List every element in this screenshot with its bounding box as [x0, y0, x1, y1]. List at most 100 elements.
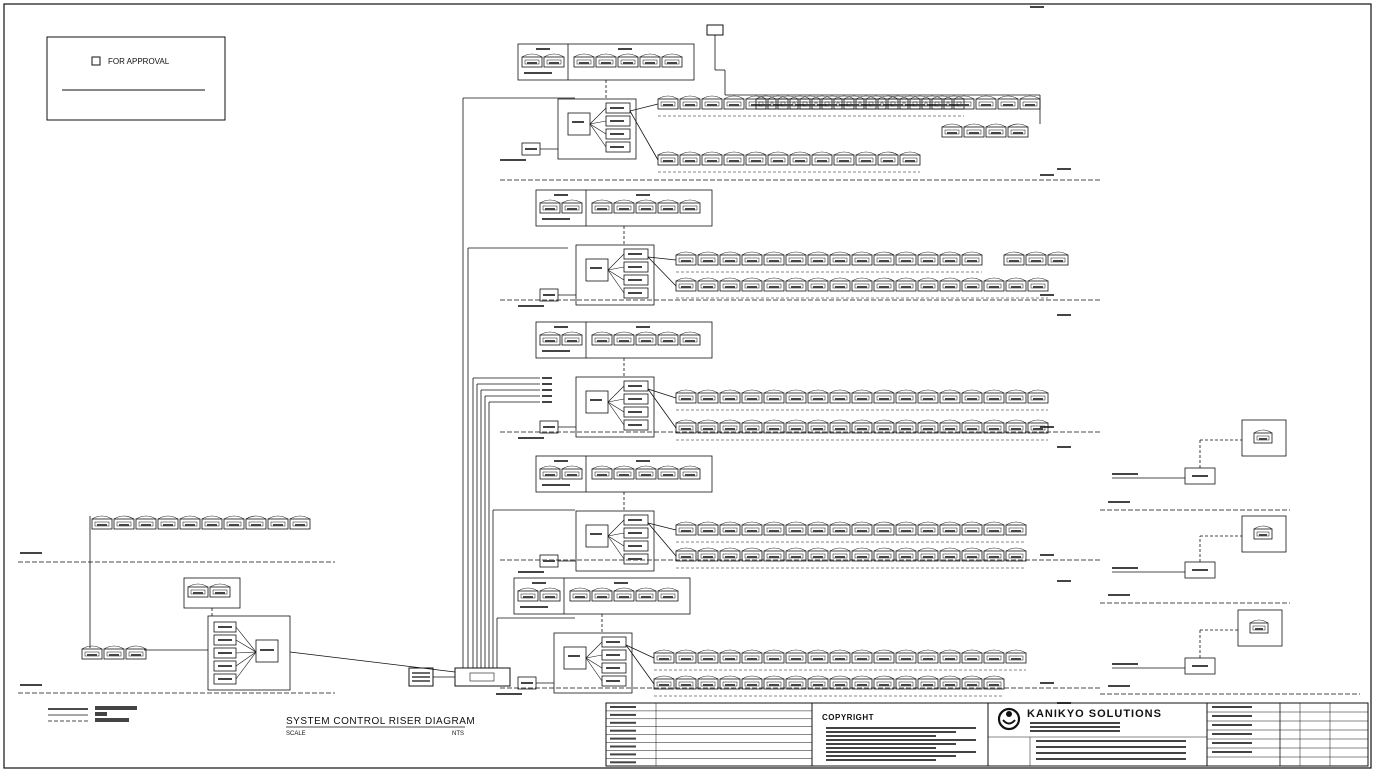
label-stub: [826, 759, 936, 761]
label-stub: [769, 260, 779, 262]
fixture-module: [939, 678, 961, 690]
fixture-arc: [539, 331, 561, 336]
label-stub: [923, 428, 933, 430]
fixture-arc: [657, 465, 679, 470]
fixture-row: [1249, 619, 1269, 634]
fixture-arc: [719, 649, 741, 654]
fixture-module: [983, 678, 1005, 690]
fixture-arc: [983, 419, 1005, 424]
basement-controller-cabinet: [207, 615, 291, 691]
fixture-arc: [657, 587, 679, 592]
fixture-module: [675, 392, 697, 404]
label-stub: [525, 148, 537, 150]
fixture-arc: [187, 583, 209, 588]
fixture-arc: [939, 419, 961, 424]
fixture-arc: [931, 95, 953, 100]
fixture-module: [851, 524, 873, 536]
fixture-arc: [873, 419, 895, 424]
fixture-arc: [799, 95, 821, 100]
wire: [647, 256, 677, 287]
approval-checkbox[interactable]: [91, 56, 101, 66]
label-stub: [610, 753, 636, 756]
fixture-arc: [887, 95, 909, 100]
label-stub: [967, 398, 977, 400]
drawing-title-block: SYSTEM CONTROL RISER DIAGRAM SCALE NTS: [286, 716, 475, 737]
label-stub: [536, 48, 550, 50]
fixture-arc: [851, 389, 873, 394]
fixture-module: [807, 422, 829, 434]
fixture-module: [679, 202, 701, 214]
fixture-row: [941, 123, 1029, 138]
fixture-module: [613, 590, 635, 602]
fixture-module: [701, 154, 723, 166]
controller-cabinet: [575, 244, 655, 306]
bus-wire: [607, 401, 625, 413]
label-stub: [879, 286, 889, 288]
fixture-arc: [1005, 521, 1027, 526]
label-stub: [835, 530, 845, 532]
bus-wire: [589, 123, 607, 148]
fixture-arc: [613, 587, 635, 592]
label-stub: [817, 160, 827, 162]
label-stub: [545, 474, 555, 476]
label-stub: [597, 340, 607, 342]
label-stub: [567, 340, 577, 342]
label-stub: [826, 751, 976, 753]
fixture-arc: [741, 649, 763, 654]
wire: [647, 522, 677, 557]
label-stub: [681, 260, 691, 262]
fixture-module: [961, 652, 983, 664]
label-stub: [628, 411, 642, 413]
label-stub: [542, 383, 552, 385]
label-stub: [923, 684, 933, 686]
fixture-arc: [763, 389, 785, 394]
fixture-arc: [785, 389, 807, 394]
fixture-module: [613, 202, 635, 214]
label-stub: [636, 460, 650, 462]
label-stub: [163, 524, 173, 526]
bus-wire: [607, 535, 625, 547]
fixture-arc: [961, 389, 983, 394]
fixture-row: [657, 151, 921, 166]
label-stub: [1112, 663, 1138, 665]
label-stub: [989, 556, 999, 558]
fixture-module: [539, 590, 561, 602]
fixture-arc: [701, 95, 723, 100]
fixture-arc: [763, 649, 785, 654]
fixture-arc: [851, 277, 873, 282]
fixture-module: [899, 154, 921, 166]
label-stub: [549, 62, 559, 64]
fixture-arc: [635, 465, 657, 470]
fixture-arc: [125, 645, 147, 650]
fixture-module: [851, 280, 873, 292]
label-stub: [610, 729, 636, 732]
floor-lines: [18, 6, 1360, 695]
fixture-arc: [561, 465, 583, 470]
processor-module: [585, 524, 609, 548]
processor-module: [585, 390, 609, 414]
bus-wire: [585, 641, 603, 659]
fixture-module: [917, 392, 939, 404]
fixture-module: [591, 334, 613, 346]
bus-wire: [607, 398, 625, 403]
fixture-arc: [657, 95, 679, 100]
fixture-arc: [1003, 251, 1025, 256]
fixture-module: [829, 678, 851, 690]
label-stub: [215, 592, 225, 594]
fixture-arc: [209, 583, 231, 588]
fixture-module: [763, 678, 785, 690]
fixture-arc: [829, 389, 851, 394]
label-stub: [520, 606, 548, 608]
label-stub: [1192, 475, 1208, 477]
label-stub: [87, 654, 97, 656]
label-stub: [813, 286, 823, 288]
fixture-arc: [635, 587, 657, 592]
fixture-arc: [763, 547, 785, 552]
fixture-row: [1003, 251, 1069, 266]
fixture-arc: [1005, 649, 1027, 654]
label-stub: [871, 104, 881, 106]
label-stub: [1212, 715, 1252, 717]
label-stub: [628, 398, 642, 400]
fixture-arc: [267, 515, 289, 520]
label-stub: [1040, 682, 1054, 684]
